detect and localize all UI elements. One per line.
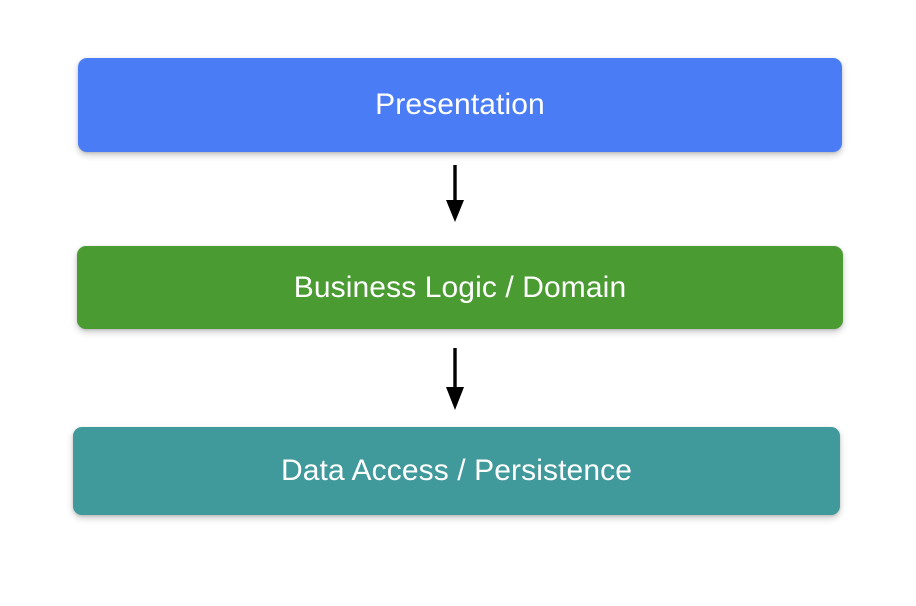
layer-box-data-access[interactable]: Data Access / Persistence <box>73 427 840 515</box>
arrow-head-2 <box>446 387 464 410</box>
arrow-presentation-to-business-logic <box>446 165 464 222</box>
arrow-business-logic-to-data-access <box>446 348 464 410</box>
layer-box-presentation[interactable]: Presentation <box>78 58 842 152</box>
layer-label-presentation: Presentation <box>375 88 545 121</box>
arrow-head-1 <box>446 200 464 222</box>
layer-box-business-logic[interactable]: Business Logic / Domain <box>77 246 843 329</box>
layer-label-data-access: Data Access / Persistence <box>281 454 632 487</box>
layer-label-business-logic: Business Logic / Domain <box>293 270 627 304</box>
